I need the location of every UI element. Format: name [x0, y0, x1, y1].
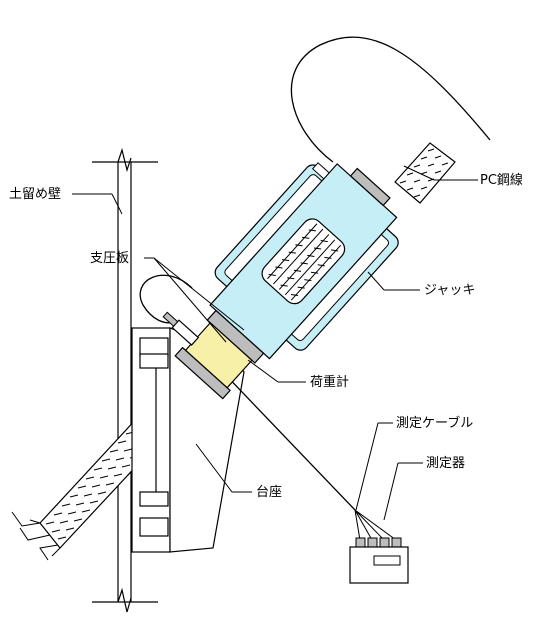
retaining-wall: [92, 147, 158, 613]
jack-assembly: [162, 162, 399, 400]
label-jack: ジャッキ: [424, 283, 475, 298]
leader-lines: [72, 165, 478, 521]
measuring-device: [349, 509, 409, 584]
label-measuring-device: 測定器: [426, 456, 465, 471]
label-bearing-plate: 支圧板: [90, 251, 129, 266]
label-base: 台座: [256, 485, 282, 500]
top-anchor-plate: [349, 167, 391, 207]
label-retaining-wall: 土留め壁: [9, 187, 61, 202]
bearing-plate-lower: [174, 346, 231, 400]
jack-sensor: [311, 162, 330, 180]
label-measurement-cable: 測定ケーブル: [396, 415, 473, 431]
pc-strand-upper: [394, 142, 456, 204]
label-pc-strand: PC鋼線: [480, 172, 523, 188]
label-load-cell: 荷重計: [310, 374, 349, 390]
top-sensor-cable: [290, 36, 491, 163]
